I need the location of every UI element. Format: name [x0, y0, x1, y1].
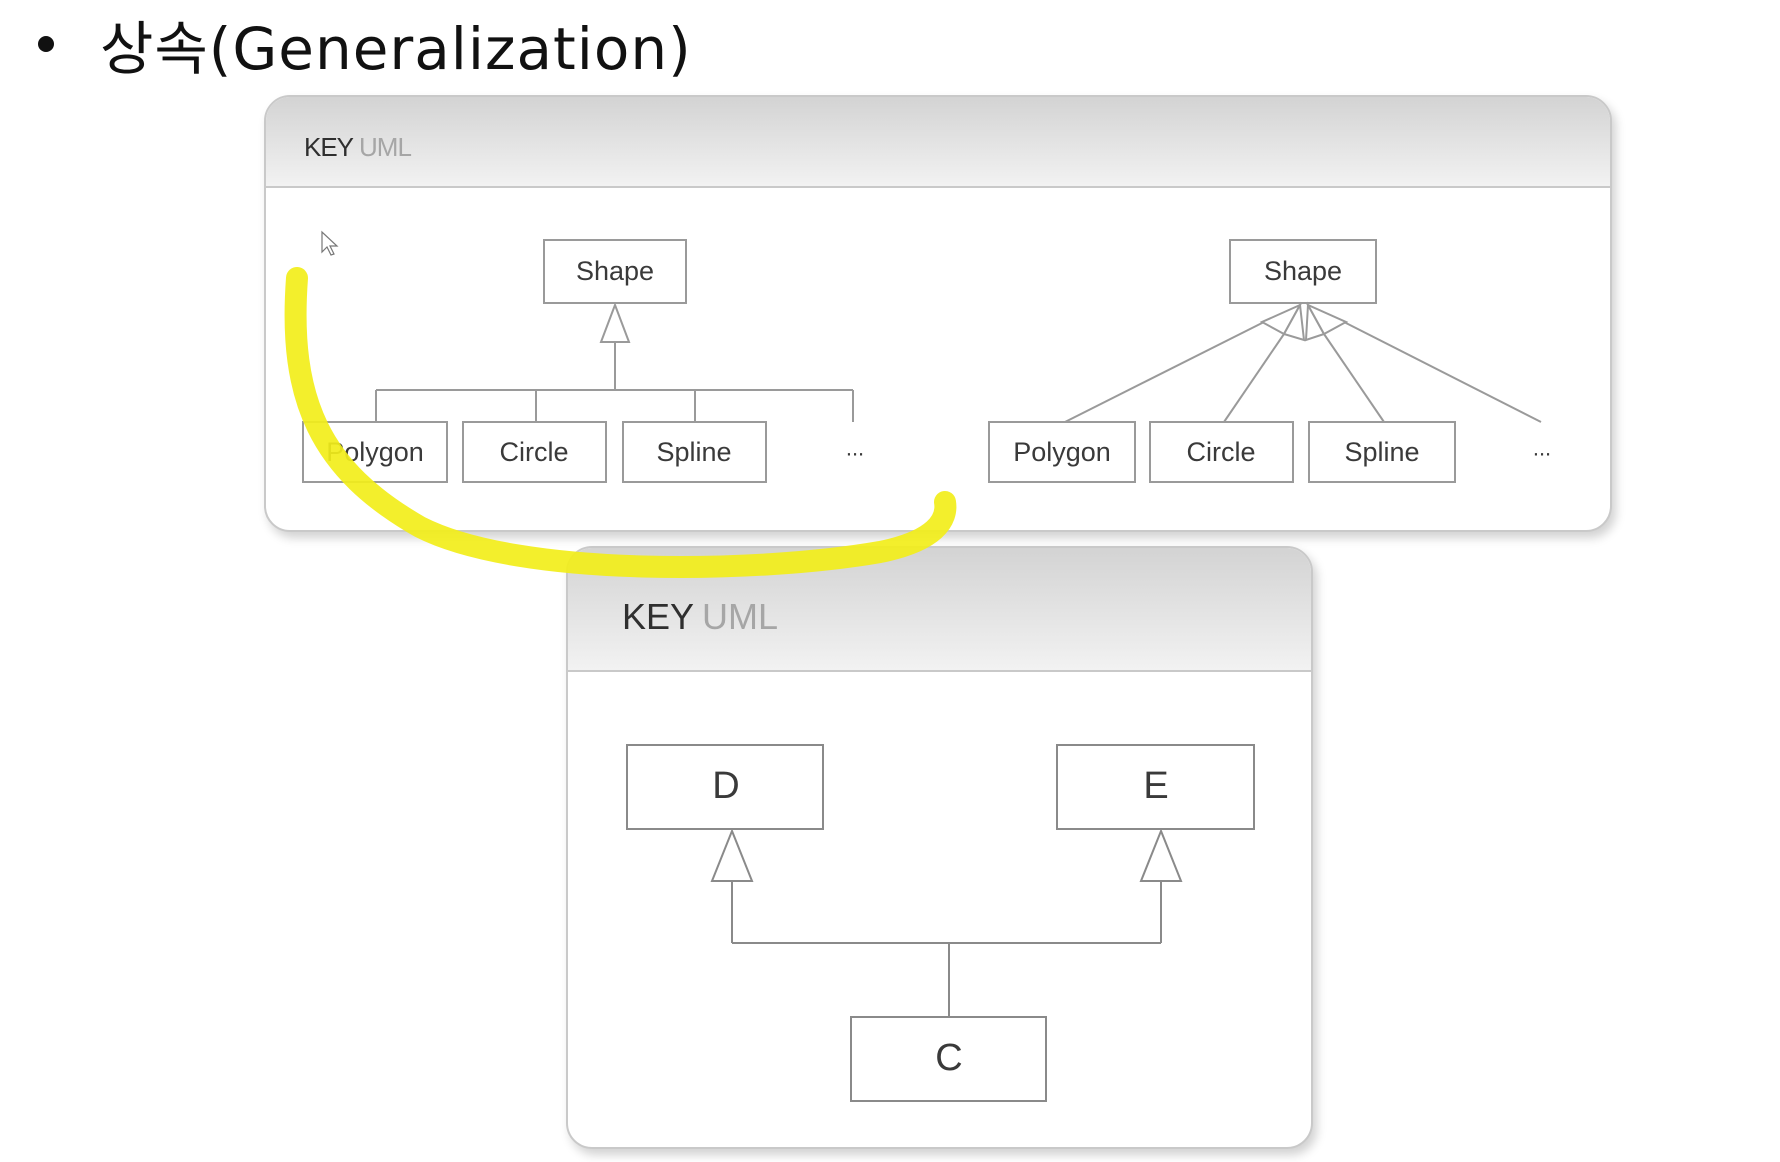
class-box-circle	[462, 421, 607, 483]
ellipsis-label: ...	[846, 436, 864, 461]
class-box-polygon	[988, 421, 1136, 483]
class-box-c	[850, 1016, 1047, 1102]
slide-title-row: 상속(Generalization)	[38, 4, 692, 84]
highlighter-annotation	[284, 267, 957, 579]
class-label: Spline	[656, 437, 731, 467]
class-label: Shape	[576, 256, 654, 286]
class-label: C	[935, 1037, 962, 1079]
generalization-arrowhead	[1282, 301, 1306, 342]
connector-line	[1223, 333, 1285, 423]
class-label: Shape	[1264, 256, 1342, 286]
generalization-arrowhead	[1305, 302, 1349, 336]
diagram-multiple-inheritance	[626, 744, 1255, 1102]
class-box-d	[626, 744, 824, 830]
generalization-arrowhead	[599, 302, 631, 343]
class-label: D	[712, 765, 739, 807]
class-box-shape	[1229, 239, 1377, 304]
class-label: Polygon	[1013, 437, 1111, 467]
class-label: Circle	[1186, 437, 1255, 467]
class-box-spline	[1308, 421, 1456, 483]
connector-line	[1343, 321, 1542, 423]
generalization-arrowhead	[1139, 828, 1183, 882]
slide-title: 상속(Generalization)	[100, 15, 692, 83]
labels-separate-triangles: Shape Polygon Circle Spline ...	[1013, 256, 1551, 467]
ellipsis-label: ...	[1533, 436, 1551, 461]
class-label: Spline	[1344, 437, 1419, 467]
labels-multiple-inheritance: D E C	[712, 765, 1168, 1079]
class-label: Circle	[499, 437, 568, 467]
class-box-circle	[1149, 421, 1294, 483]
connector-line	[1064, 321, 1265, 423]
diagram-separate-triangles	[988, 239, 1542, 483]
mouse-cursor-icon	[321, 230, 339, 256]
connector-line	[1323, 333, 1385, 423]
class-label: E	[1143, 765, 1168, 807]
generalization-arrowhead	[710, 828, 754, 882]
class-box-spline	[622, 421, 767, 483]
class-box-e	[1056, 744, 1255, 830]
class-box-shape	[543, 239, 687, 304]
bullet-point	[38, 36, 54, 52]
